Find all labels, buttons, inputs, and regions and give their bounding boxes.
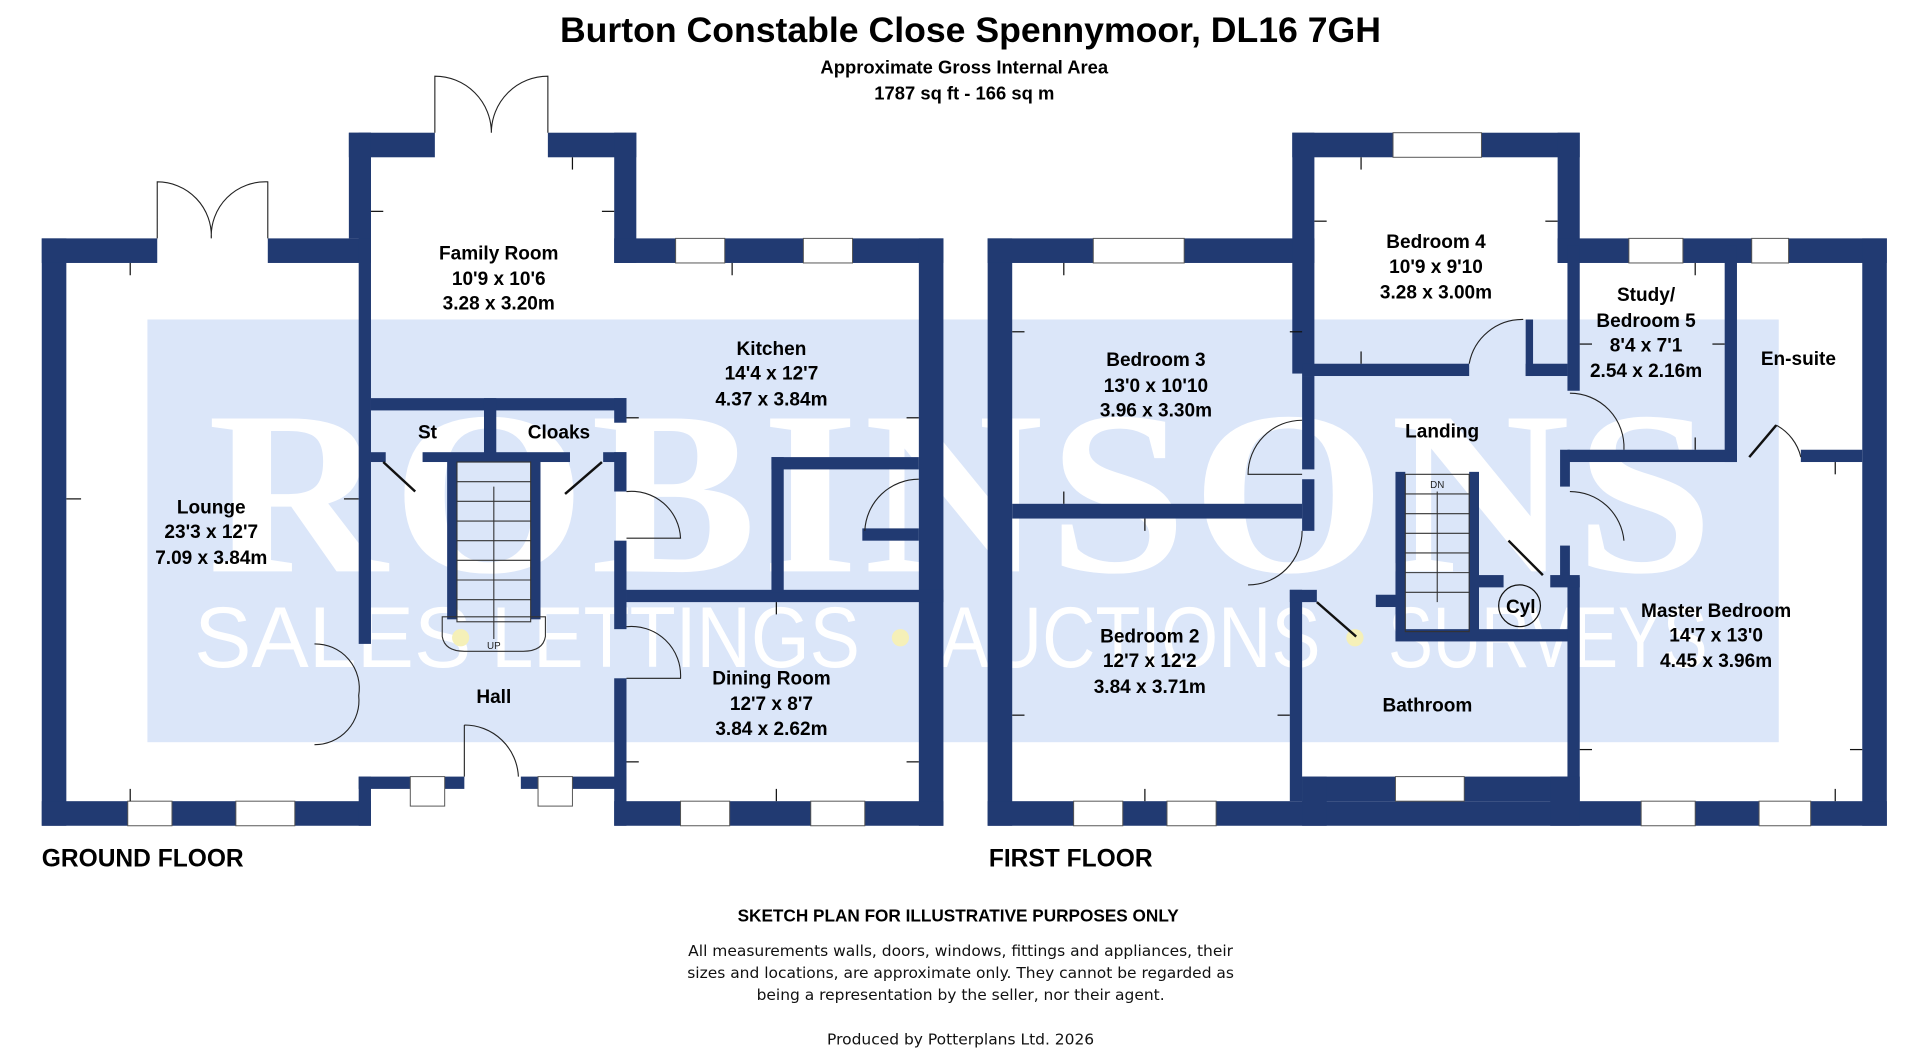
watermark-dot-icon xyxy=(452,629,470,647)
plan-title: Burton Constable Close Spennymoor, DL16 … xyxy=(560,10,1381,50)
stairs-down-label: DN xyxy=(1430,480,1444,491)
stairs-down-icon: DN xyxy=(1404,473,1470,633)
door-swing-icon xyxy=(626,490,682,539)
room-name: Bedroom 3 xyxy=(1106,350,1205,371)
room-name: Lounge xyxy=(177,498,246,519)
watermark: ROBINSONS SALES LETTINGS AUCTIONS SURVEY… xyxy=(147,319,1779,743)
room-lounge: Lounge 23'3 x 12'7 7.09 x 3.84m xyxy=(155,498,267,569)
room-hall: Hall xyxy=(476,687,511,708)
room-name: Dining Room xyxy=(712,668,830,689)
first-floor-plan: DN xyxy=(987,132,1887,827)
room-family-room: Family Room 10'9 x 10'6 3.28 x 3.20m xyxy=(439,243,558,314)
watermark-tag-sales: SALES xyxy=(194,590,471,686)
door-swing-icon xyxy=(1248,530,1303,586)
room-master-bedroom: Master Bedroom 14'7 x 13'0 4.45 x 3.96m xyxy=(1641,601,1791,672)
room-store: St xyxy=(418,423,438,444)
area-value: 1787 sq ft - 166 sq m xyxy=(874,83,1054,104)
room-bedroom-3: Bedroom 3 13'0 x 10'10 3.96 x 3.30m xyxy=(1100,350,1212,421)
room-metric: 3.84 x 2.62m xyxy=(715,719,827,740)
door-swing-icon xyxy=(1569,392,1625,450)
disclaimer-heading: SKETCH PLAN FOR ILLUSTRATIVE PURPOSES ON… xyxy=(738,906,1180,926)
room-metric: 2.54 x 2.16m xyxy=(1590,361,1702,382)
door-swing-icon xyxy=(1247,419,1303,475)
dimension-arrows xyxy=(1012,157,1863,802)
watermark-tag-lettings: LETTINGS xyxy=(491,590,860,686)
door-swing-icon xyxy=(314,643,360,746)
room-name: Bedroom 2 xyxy=(1100,627,1199,648)
room-imperial: 12'7 x 8'7 xyxy=(730,694,813,715)
room-metric: 4.37 x 3.84m xyxy=(715,390,827,411)
first-floor-label: FIRST FLOOR xyxy=(989,845,1153,872)
room-metric: 4.45 x 3.96m xyxy=(1660,651,1772,672)
room-study-bedroom-5: Study/ Bedroom 5 8'4 x 7'1 2.54 x 2.16m xyxy=(1590,285,1702,382)
watermark-dot-icon xyxy=(891,629,910,647)
room-imperial: 10'9 x 10'6 xyxy=(452,269,546,290)
credit: Produced by Potterplans Ltd. 2026 xyxy=(827,1030,1094,1048)
dimension-arrows xyxy=(66,157,919,802)
stairs-up-label: UP xyxy=(487,641,501,652)
disclaimer-line-2: sizes and locations, are approximate onl… xyxy=(687,964,1234,982)
room-bathroom: Bathroom xyxy=(1382,695,1472,716)
french-door-icon xyxy=(156,181,269,239)
door-swing-icon xyxy=(626,625,682,679)
room-cloaks: Cloaks xyxy=(528,423,590,444)
room-metric: 7.09 x 3.84m xyxy=(155,548,267,569)
disclaimer-line-1: All measurements walls, doors, windows, … xyxy=(688,942,1233,960)
french-door-icon xyxy=(434,75,549,133)
room-en-suite: En-suite xyxy=(1761,349,1836,370)
room-bedroom-2: Bedroom 2 12'7 x 12'2 3.84 x 3.71m xyxy=(1094,627,1206,698)
room-metric: 3.28 x 3.00m xyxy=(1380,283,1492,304)
room-name: Family Room xyxy=(439,243,558,264)
room-bedroom-4: Bedroom 4 10'9 x 9'10 3.28 x 3.00m xyxy=(1380,232,1492,303)
room-name: Study/ xyxy=(1617,285,1676,306)
disclaimer-line-3: being a representation by the seller, no… xyxy=(757,986,1165,1004)
room-landing: Landing xyxy=(1405,421,1479,442)
room-metric: 3.84 x 3.71m xyxy=(1094,677,1206,698)
door-swing-icon xyxy=(463,724,519,777)
ground-floor-plan: UP xyxy=(41,75,944,827)
door-swing-icon xyxy=(1776,424,1802,458)
ground-floor-label: GROUND FLOOR xyxy=(42,845,244,872)
room-name: Master Bedroom xyxy=(1641,601,1791,622)
watermark-dot-icon xyxy=(1346,629,1364,647)
stairs-up-icon: UP xyxy=(441,461,546,652)
room-imperial: 14'7 x 13'0 xyxy=(1669,625,1763,646)
door-swing-icon xyxy=(1569,490,1625,541)
room-imperial: 13'0 x 10'10 xyxy=(1104,376,1208,397)
room-name-line2: Bedroom 5 xyxy=(1596,311,1696,332)
room-imperial: 8'4 x 7'1 xyxy=(1610,335,1683,356)
room-name: Kitchen xyxy=(737,339,807,360)
room-imperial: 14'4 x 12'7 xyxy=(725,364,819,385)
cylinder-icon xyxy=(1498,584,1542,628)
room-cylinder: Cyl xyxy=(1506,597,1536,618)
room-metric: 3.96 x 3.30m xyxy=(1100,401,1212,422)
room-metric: 3.28 x 3.20m xyxy=(443,294,555,315)
room-dining-room: Dining Room 12'7 x 8'7 3.84 x 2.62m xyxy=(712,668,830,739)
watermark-banner xyxy=(147,319,1779,743)
room-imperial: 10'9 x 9'10 xyxy=(1389,257,1483,278)
room-name: Bedroom 4 xyxy=(1386,232,1486,253)
room-imperial: 12'7 x 12'2 xyxy=(1103,651,1197,672)
door-swing-icon xyxy=(1468,318,1524,364)
area-subtitle: Approximate Gross Internal Area xyxy=(820,57,1108,78)
door-swing-icon xyxy=(864,478,919,531)
room-imperial: 23'3 x 12'7 xyxy=(164,522,258,543)
room-kitchen: Kitchen 14'4 x 12'7 4.37 x 3.84m xyxy=(715,339,827,410)
